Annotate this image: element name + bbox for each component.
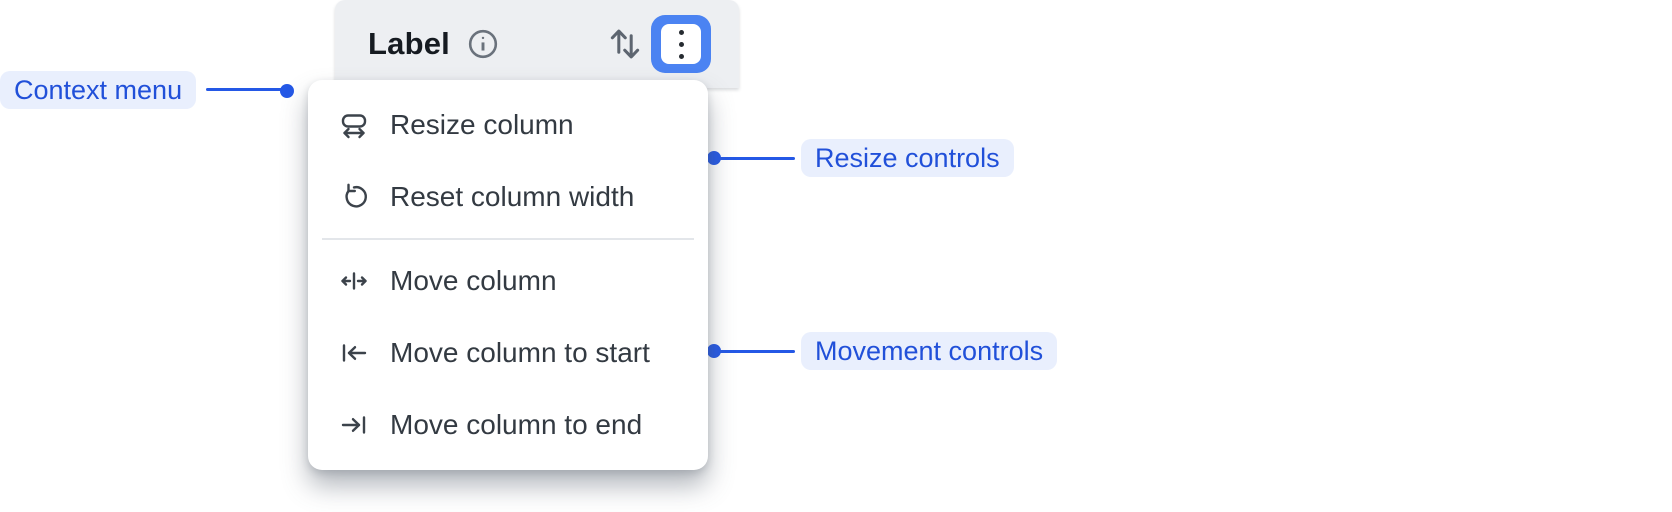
sort-up-down-icon[interactable] [603,22,647,66]
column-header: Label [335,0,739,88]
annotation-resize-controls: Resize controls [801,139,1014,177]
move-column-to-start-icon [338,337,370,369]
focus-ring [651,15,711,73]
menu-item-label: Move column to start [390,337,650,368]
menu-item-reset-column-width[interactable]: Reset column width [308,161,708,233]
menu-item-move-column[interactable]: Move column [308,245,708,317]
info-icon[interactable] [465,26,501,62]
column-context-menu: Resize column Reset column width [308,80,708,470]
annotation-connector-line [206,88,284,91]
menu-item-move-column-to-end[interactable]: Move column to end [308,389,708,461]
menu-divider [322,238,694,240]
annotation-label: Resize controls [801,139,1014,177]
menu-item-resize-column[interactable]: Resize column [308,89,708,161]
resize-column-icon [338,109,370,141]
annotation-movement-controls: Movement controls [801,332,1058,370]
annotation-connector-line [714,157,795,160]
move-column-to-end-icon [338,409,370,441]
menu-item-label: Move column to end [390,409,643,440]
column-header-label: Label [368,26,450,61]
annotation-context-menu: Context menu [0,71,197,109]
annotation-label: Context menu [0,71,197,109]
menu-item-label: Move column [390,265,557,296]
overflow-menu-icon[interactable] [661,24,701,64]
menu-item-label: Resize column [390,109,574,140]
menu-item-label: Reset column width [390,181,635,212]
annotation-connector-dot [280,84,294,98]
annotation-label: Movement controls [801,332,1058,370]
move-column-icon [338,265,370,297]
annotation-connector-line [714,350,795,353]
menu-item-move-column-to-start[interactable]: Move column to start [308,317,708,389]
reset-column-width-icon [338,181,370,213]
